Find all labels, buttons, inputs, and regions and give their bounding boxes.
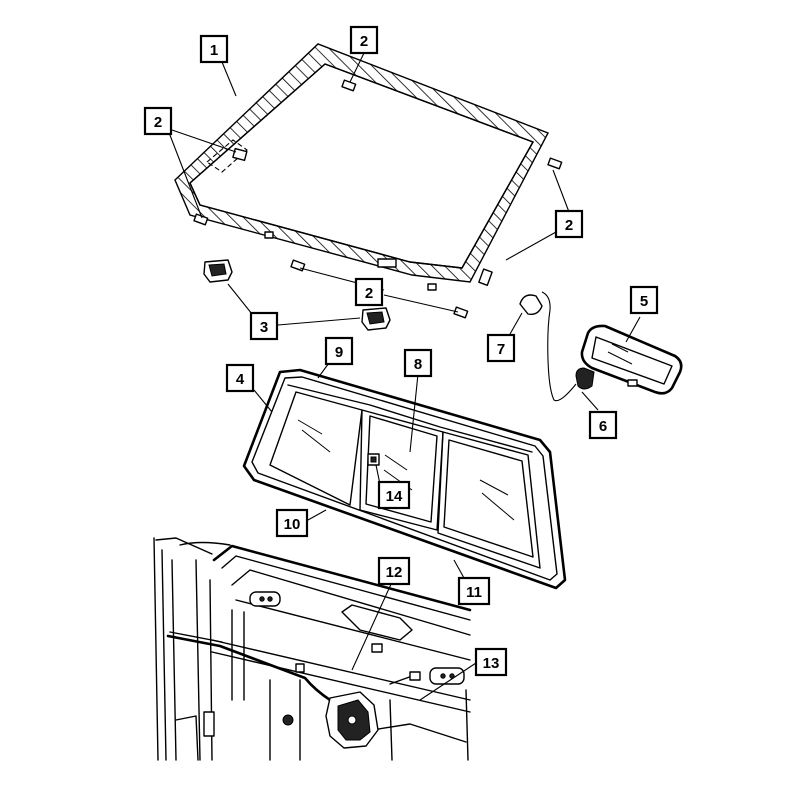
callout-2-right: 2 (554, 209, 584, 239)
callout-6: 6 (588, 410, 618, 440)
callout-10: 10 (275, 508, 309, 538)
callout-13: 13 (474, 647, 508, 677)
leader-lines (167, 52, 641, 701)
callout-label: 7 (497, 341, 505, 358)
rearview-mirror (519, 291, 683, 402)
callout-1: 1 (199, 34, 229, 64)
callout-label: 5 (640, 293, 648, 310)
callout-label: 2 (365, 285, 373, 302)
windshield (174, 43, 549, 283)
rear-sliding-window (242, 368, 567, 590)
windshield-brackets (203, 259, 391, 331)
callout-label: 6 (599, 418, 607, 435)
callout-2-bottom: 2 (354, 277, 384, 307)
callout-3: 3 (249, 311, 279, 341)
callout-label: 3 (260, 319, 268, 336)
callout-label: 2 (565, 217, 573, 234)
callout-label: 11 (466, 584, 482, 601)
callout-label: 1 (210, 42, 218, 59)
callout-12: 12 (377, 556, 411, 586)
callout-label: 8 (414, 356, 422, 373)
callout-label: 9 (335, 344, 343, 361)
callout-5: 5 (629, 285, 659, 315)
callout-label: 12 (386, 564, 403, 581)
callout-2-top: 2 (349, 25, 379, 55)
callout-label: 2 (154, 114, 162, 131)
cab-back-panel (153, 537, 472, 761)
callout-8: 8 (403, 348, 433, 378)
callout-4: 4 (225, 363, 255, 393)
callout-label: 2 (360, 33, 368, 50)
windshield-spacer-clips (193, 79, 563, 319)
callout-2-left: 2 (143, 106, 173, 136)
callout-label: 14 (386, 488, 403, 505)
callout-14: 14 (377, 480, 411, 510)
callout-label: 10 (284, 516, 301, 533)
callout-label: 13 (483, 655, 500, 672)
callout-7: 7 (486, 333, 516, 363)
callout-label: 4 (236, 371, 245, 388)
callout-9: 9 (324, 336, 354, 366)
callout-11: 11 (457, 576, 491, 606)
